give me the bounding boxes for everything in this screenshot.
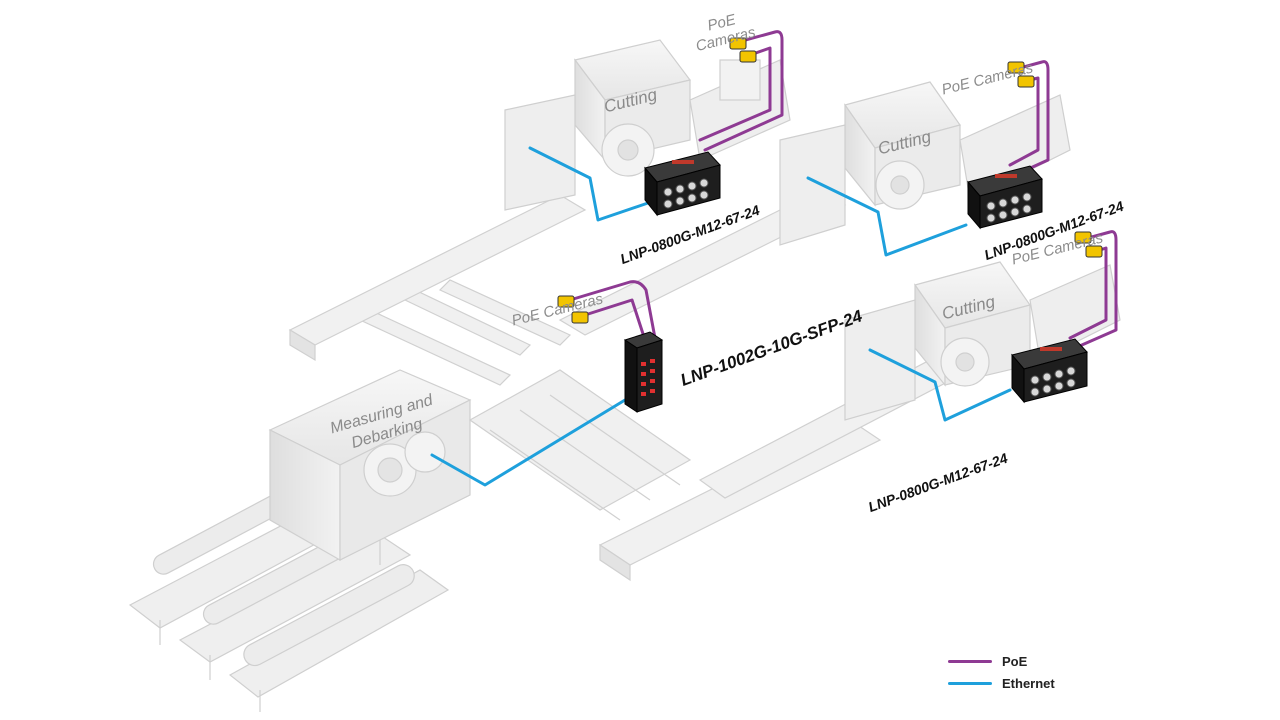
- poe-cable-2: [1013, 60, 1050, 177]
- network-switch-icon: [623, 151, 1088, 413]
- legend-label-ethernet: Ethernet: [1002, 675, 1055, 691]
- switch-1: [644, 151, 721, 217]
- legend-item-poe: PoE: [948, 650, 1055, 672]
- ethernet-cable-1: [528, 146, 650, 222]
- ethernet-cable-2: [806, 176, 968, 257]
- ethernet-cable-main: [430, 398, 627, 487]
- legend-swatch-poe: [948, 659, 992, 663]
- cutting-machine-3: [844, 261, 1121, 421]
- poe-cable-main: [568, 280, 657, 340]
- camera-icon: [729, 37, 757, 63]
- cutting-machine-2: [779, 81, 1071, 246]
- poe-cable-mainb: [583, 298, 647, 342]
- poe-cameras: [557, 37, 1103, 324]
- legend-swatch-ethernet: [948, 681, 992, 685]
- transfer-rack: [358, 279, 692, 521]
- poe-cable-3: [1073, 230, 1118, 350]
- poe-cables: [568, 30, 1118, 350]
- camera-icon: [1074, 231, 1103, 258]
- poe-cable-3b: [1068, 246, 1108, 340]
- log-infeed-conveyor: [128, 469, 450, 712]
- poe-cable-1: [703, 30, 784, 152]
- measuring-debarking-machine: [268, 369, 472, 562]
- legend-label-poe: PoE: [1002, 653, 1028, 669]
- poe-cable-1b: [698, 46, 772, 142]
- legend: PoE Ethernet: [948, 650, 1055, 694]
- switch-main: [623, 331, 664, 413]
- ethernet-cables: [430, 146, 1012, 487]
- switch-3: [1011, 338, 1088, 404]
- camera-icon: [1007, 61, 1035, 88]
- camera-icon: [557, 295, 589, 324]
- legend-item-ethernet: Ethernet: [948, 672, 1055, 694]
- switch-2: [967, 165, 1043, 230]
- ethernet-cable-3: [868, 348, 1012, 422]
